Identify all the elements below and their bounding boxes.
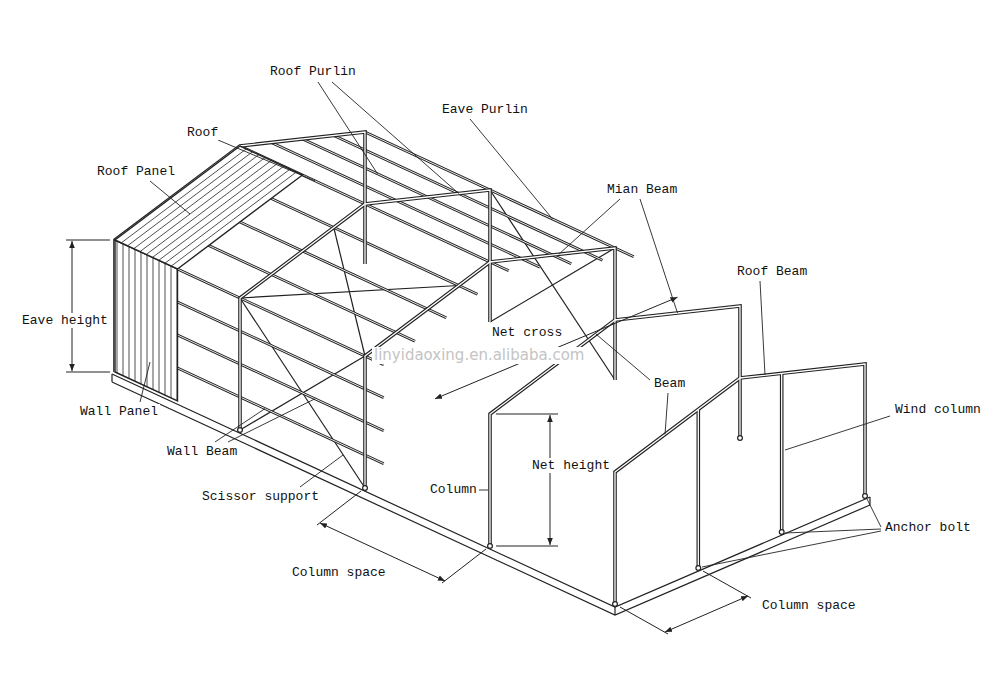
- dimension-label: Net height: [530, 458, 612, 473]
- dimension-arrow: [665, 596, 748, 632]
- dimension-label: Net cross: [490, 325, 564, 340]
- leader-line: [470, 119, 553, 219]
- dimension-arrow: [550, 415, 551, 545]
- watermark: linyidaoxing.en.alibaba.com: [372, 347, 586, 364]
- anchor-bolt: [779, 530, 784, 535]
- anchor-bolt: [863, 494, 868, 499]
- anchor-bolt: [613, 602, 618, 607]
- dimension-label: Column space: [290, 565, 388, 580]
- roof-rib: [121, 149, 246, 243]
- part-label: Eave Purlin: [440, 102, 530, 117]
- leader-line: [702, 531, 881, 567]
- leader-lines: [140, 82, 890, 567]
- extension-line: [496, 546, 558, 547]
- leader-line: [300, 455, 343, 487]
- leader-line: [215, 409, 265, 442]
- leader-line: [150, 181, 190, 214]
- part-label: Roof Panel: [95, 164, 177, 179]
- roof-rib: [171, 172, 296, 266]
- leader-line: [228, 399, 315, 442]
- leader-line: [785, 529, 881, 533]
- part-label: Roof Beam: [735, 264, 809, 279]
- leader-line: [785, 416, 890, 450]
- roof-rib: [159, 166, 284, 260]
- extension-line: [442, 549, 486, 583]
- part-label: Roof Purlin: [268, 64, 358, 79]
- purlin-inner: [115, 132, 634, 464]
- part-label: Column: [428, 482, 479, 497]
- anchor-bolt: [488, 544, 493, 549]
- leader-line: [665, 393, 668, 434]
- extension-line: [66, 240, 110, 241]
- frame-inner: [115, 132, 865, 604]
- bracing: [240, 190, 615, 488]
- leader-line: [760, 281, 765, 375]
- leader-line: [478, 490, 488, 491]
- leader-line: [596, 334, 650, 380]
- leader-line: [640, 199, 678, 313]
- purlin-outline: [115, 132, 634, 464]
- dimension-label: Column space: [760, 598, 858, 613]
- dimension-label: Eave height: [20, 313, 110, 328]
- anchor-bolt: [363, 486, 368, 491]
- part-label: Scissor support: [200, 489, 321, 504]
- part-label: Mian Beam: [605, 182, 679, 197]
- leader-line: [559, 199, 620, 254]
- anchor-bolt: [238, 428, 243, 433]
- leader-line: [140, 362, 150, 402]
- leader-line: [867, 499, 881, 527]
- anchor-bolt: [738, 436, 743, 441]
- dimension-arrow: [72, 241, 73, 371]
- extension-line: [620, 607, 668, 634]
- part-label: Anchor bolt: [883, 520, 973, 535]
- leader-line: [332, 82, 459, 194]
- dimension-lines: [66, 240, 751, 634]
- part-label: Beam: [652, 376, 687, 391]
- anchor-bolts: [238, 428, 868, 607]
- part-label: Wall Beam: [165, 444, 239, 459]
- slab-edge: [614, 607, 615, 615]
- part-label: Roof: [185, 125, 220, 140]
- frame-outline: [115, 132, 865, 604]
- extension-line: [66, 372, 110, 373]
- part-label: Wall Panel: [78, 404, 160, 419]
- roof-rib: [165, 169, 290, 263]
- part-label: Wind column: [893, 402, 983, 417]
- extension-line: [496, 414, 558, 415]
- anchor-bolt: [696, 566, 701, 571]
- leader-line: [218, 140, 315, 181]
- extension-line: [703, 571, 751, 598]
- extension-line: [317, 491, 361, 525]
- roof-brace: [334, 228, 365, 357]
- slab-edge: [111, 374, 112, 382]
